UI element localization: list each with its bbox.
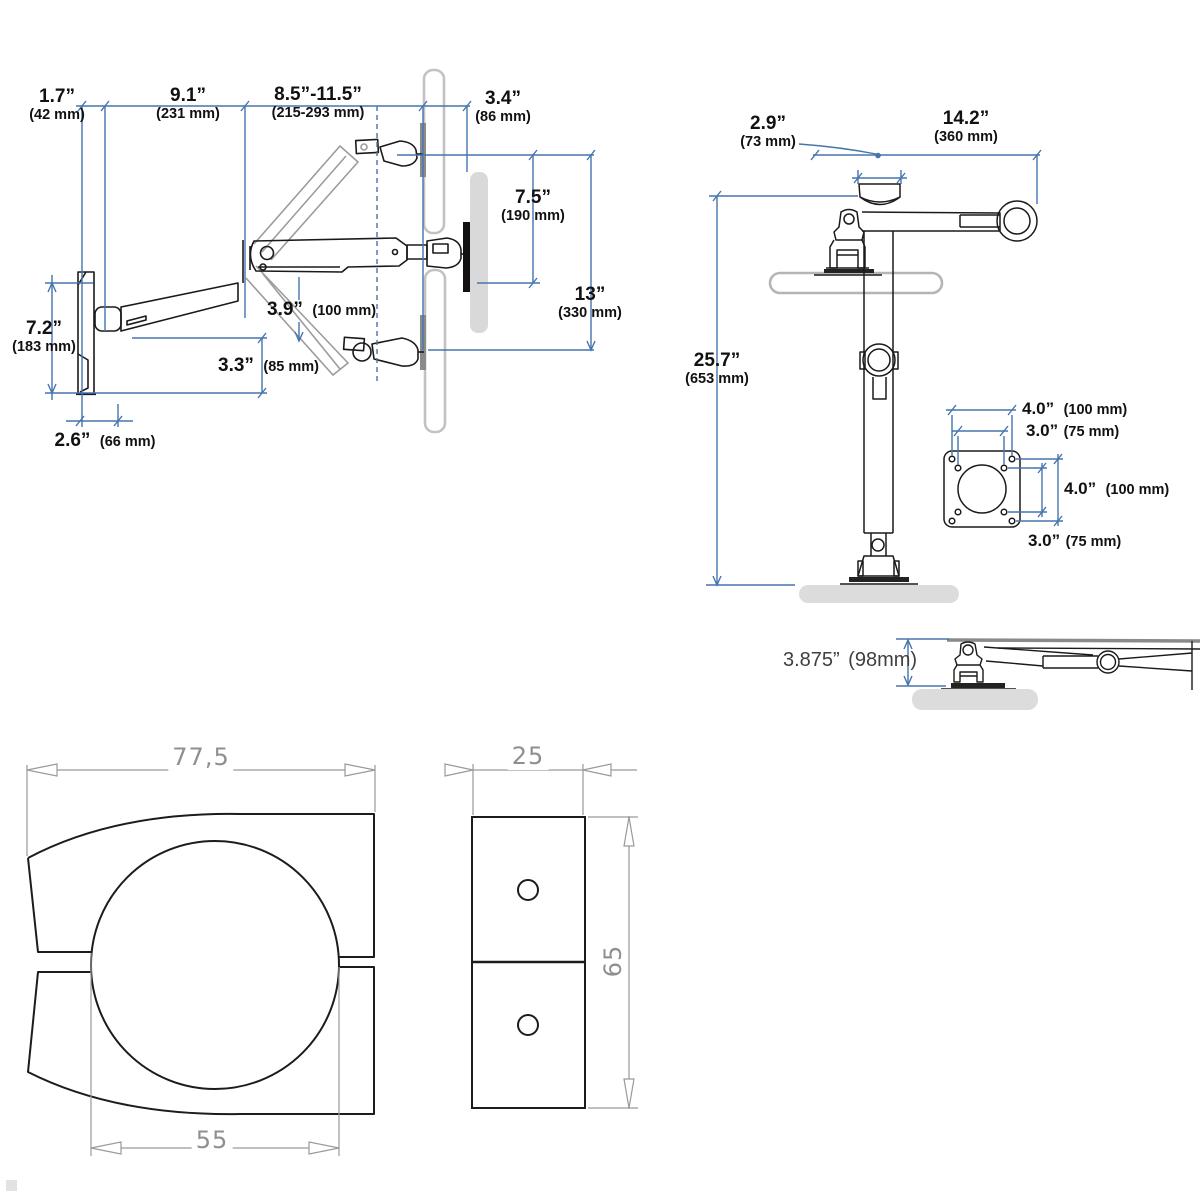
dim-label-clamp-bore-diameter: 55: [191, 1126, 233, 1154]
dim-value-in: 14.2”: [942, 108, 990, 129]
folded-arm-dimension-lines: [896, 638, 949, 687]
dim-value-mm: (360 mm): [934, 129, 998, 146]
clamp-side-view-dimensions: [444, 763, 638, 1109]
pole-desk-surface: [768, 271, 944, 295]
dim-value-mm: (75 mm): [1065, 534, 1122, 550]
wall-arm-ghost-positions: [245, 143, 368, 377]
wall-arm-drawing: [76, 138, 470, 396]
dim-label-wall-offset: 1.7” (42 mm): [29, 86, 85, 124]
dim-value-in: 2.6”: [54, 430, 91, 451]
dim-value-in: 25.7”: [693, 350, 741, 371]
dim-value-mm: (42 mm): [29, 107, 85, 124]
dim-value-in: 4.0”: [1064, 479, 1097, 498]
dim-value-mm: (100 mm): [1063, 402, 1128, 418]
corner-artifact: [6, 1180, 17, 1191]
dim-label-vesa-v100: 4.0” (100 mm): [1064, 479, 1169, 499]
dim-value-in: 3.4”: [485, 88, 521, 109]
pole-drawing: [814, 183, 1038, 585]
dim-value-mm: (330 mm): [558, 305, 622, 322]
pole-dimension-lines: [706, 143, 1063, 587]
dim-label-mount-depth: 3.4” (86 mm): [475, 88, 531, 126]
dim-value-mm: (183 mm): [12, 339, 76, 356]
dim-value-mm: (215-293 mm): [271, 105, 365, 122]
dim-label-folded-height: 3.875” (98mm): [783, 649, 917, 671]
dim-label-vesa-h100: 4.0” (100 mm): [1022, 399, 1127, 419]
dim-value-in: 7.2”: [26, 318, 62, 339]
dim-value-mm: (231 mm): [156, 106, 220, 123]
dim-value-in: 13”: [574, 284, 606, 305]
dim-label-arm-clearance: 3.3” (85 mm): [218, 355, 319, 376]
pole-base-surface: [799, 585, 959, 603]
folded-arm-drawing: [941, 638, 1200, 690]
dim-value-mm: (86 mm): [475, 109, 531, 126]
dim-label-vesa-v75: 3.0” (75 mm): [1028, 531, 1121, 551]
dim-value-in: 4.0”: [1022, 399, 1055, 418]
clamp-side-view-drawing: [471, 816, 586, 1109]
dim-value-in: 8.5”-11.5”: [274, 84, 362, 105]
dim-value-in: 3.0”: [1026, 421, 1059, 440]
dim-value-mm: (100 mm): [312, 303, 377, 319]
dim-label-pivot-drop: 3.9” (100 mm): [267, 299, 376, 320]
dim-value-mm: (73 mm): [740, 134, 796, 151]
vesa-plate-drawing: [943, 450, 1021, 528]
dim-value-in: 3.9”: [267, 299, 303, 320]
dim-value-mm: (100 mm): [1105, 482, 1170, 498]
dim-value-in: 3.3”: [218, 355, 254, 376]
dim-label-clamp-height: 65: [599, 944, 627, 978]
dim-label-plate-depth: 2.6” (66 mm): [55, 430, 156, 451]
clamp-front-view-dimensions: [26, 763, 376, 1156]
dim-label-lift-range: 13” (330 mm): [558, 284, 622, 322]
dim-label-lift-up: 7.5” (190 mm): [501, 187, 565, 225]
dim-label-clamp-outer-width: 77,5: [168, 743, 234, 771]
dim-label-vesa-h75: 3.0” (75 mm): [1026, 421, 1119, 441]
dim-label-lift-arm-reach: 8.5”-11.5” (215-293 mm): [272, 84, 365, 122]
dim-value-mm: (653 mm): [685, 371, 749, 388]
dim-label-arm-reach: 14.2” (360 mm): [934, 108, 998, 146]
dim-label-pole-height: 25.7” (653 mm): [685, 350, 749, 388]
dim-value-mm: (85 mm): [263, 359, 319, 375]
dim-label-cap-width: 2.9” (73 mm): [740, 113, 796, 151]
dim-value-in: 3.0”: [1028, 531, 1061, 550]
folded-arm-base-surface: [912, 689, 1038, 710]
dim-value-in: 7.5”: [515, 187, 551, 208]
dim-value-in: 3.875”: [783, 649, 840, 671]
dim-value-mm: (190 mm): [501, 208, 565, 225]
dim-label-clamp-depth: 25: [507, 742, 549, 770]
dim-value-in: 1.7”: [39, 86, 75, 107]
dim-value-in: 2.9”: [750, 113, 786, 134]
dim-value-mm: (98mm): [848, 649, 918, 671]
wall-arm-dimension-lines: [45, 100, 596, 427]
dim-value-in: 9.1”: [170, 85, 206, 106]
dim-label-extension-reach: 9.1” (231 mm): [156, 85, 220, 123]
clamp-front-view-drawing: [27, 812, 375, 1116]
dim-value-mm: (66 mm): [99, 434, 156, 450]
dim-value-mm: (75 mm): [1063, 424, 1120, 440]
dim-label-plate-height: 7.2” (183 mm): [12, 318, 76, 356]
